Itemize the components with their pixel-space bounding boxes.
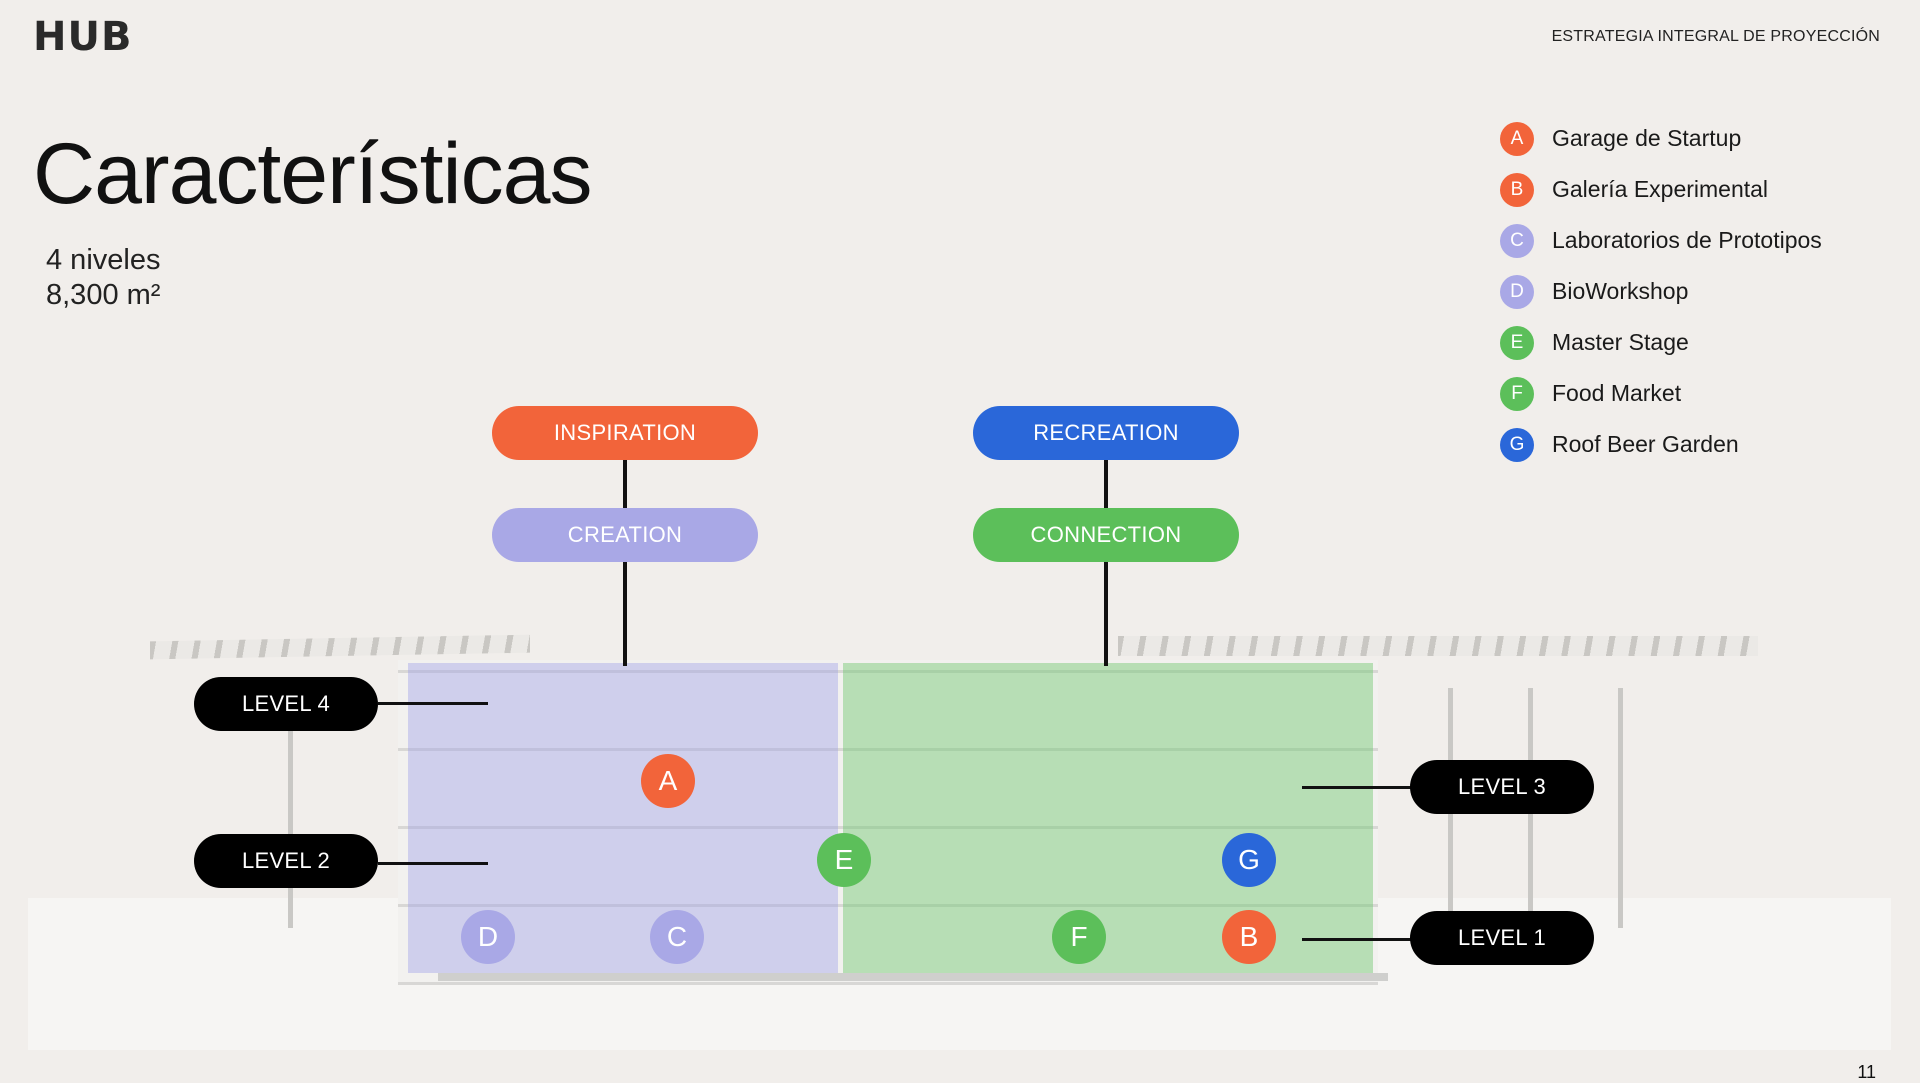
zone-connection-overlay	[843, 663, 1373, 973]
legend: A Garage de Startup B Galería Experiment…	[1500, 113, 1900, 470]
canopy-pillar	[1618, 688, 1623, 928]
connector-level-1	[1302, 938, 1412, 941]
marker-g: G	[1222, 833, 1276, 887]
marker-c: C	[650, 910, 704, 964]
legend-label-d: BioWorkshop	[1552, 278, 1689, 304]
roof-canopy-left	[150, 634, 530, 660]
legend-item-f: F Food Market	[1500, 368, 1900, 419]
marker-f: F	[1052, 910, 1106, 964]
connector-recreation-connection	[1104, 460, 1108, 508]
legend-marker-a: A	[1500, 121, 1534, 156]
legend-label-b: Galería Experimental	[1552, 176, 1769, 202]
legend-item-c: C Laboratorios de Prototipos	[1500, 215, 1900, 266]
connector-level-4	[378, 702, 488, 705]
legend-item-e: E Master Stage	[1500, 317, 1900, 368]
legend-marker-f: F	[1500, 376, 1534, 411]
ground-slab	[438, 973, 1388, 981]
marker-e: E	[817, 833, 871, 887]
connector-level-2	[378, 862, 488, 865]
legend-item-a: A Garage de Startup	[1500, 113, 1900, 164]
legend-marker-e: E	[1500, 325, 1534, 360]
building-section-illustration	[28, 598, 1891, 1050]
roof-canopy-right	[1118, 636, 1758, 656]
stat-area: 8,300 m²	[46, 279, 161, 311]
legend-marker-b: B	[1500, 172, 1534, 207]
hub-logo: HUB	[33, 14, 133, 60]
legend-item-b: B Galería Experimental	[1500, 164, 1900, 215]
legend-marker-g: G	[1500, 427, 1534, 462]
creation-pill: CREATION	[492, 508, 758, 562]
connection-pill: CONNECTION	[973, 508, 1239, 562]
section-title: ESTRATEGIA INTEGRAL DE PROYECCIÓN	[1551, 28, 1880, 45]
legend-label-f: Food Market	[1552, 380, 1682, 406]
level-4-label: LEVEL 4	[194, 677, 378, 731]
connector-inspiration-creation	[623, 460, 627, 508]
stat-levels: 4 niveles	[46, 244, 161, 276]
marker-b: B	[1222, 910, 1276, 964]
marker-a: A	[641, 754, 695, 808]
canopy-pillar	[288, 688, 293, 928]
legend-label-a: Garage de Startup	[1552, 125, 1742, 151]
page-number: 11	[1857, 1062, 1876, 1082]
legend-marker-c: C	[1500, 223, 1534, 258]
connector-creation-building	[623, 562, 627, 666]
legend-label-c: Laboratorios de Prototipos	[1552, 227, 1822, 253]
connector-level-3	[1302, 786, 1412, 789]
legend-marker-d: D	[1500, 274, 1534, 309]
legend-item-g: G Roof Beer Garden	[1500, 419, 1900, 470]
inspiration-pill: INSPIRATION	[492, 406, 758, 460]
level-3-label: LEVEL 3	[1410, 760, 1594, 814]
level-1-label: LEVEL 1	[1410, 911, 1594, 965]
legend-label-g: Roof Beer Garden	[1552, 431, 1739, 457]
connector-connection-building	[1104, 562, 1108, 666]
level-2-label: LEVEL 2	[194, 834, 378, 888]
legend-label-e: Master Stage	[1552, 329, 1689, 355]
page-title: Características	[33, 126, 592, 222]
recreation-pill: RECREATION	[973, 406, 1239, 460]
legend-item-d: D BioWorkshop	[1500, 266, 1900, 317]
building-floors	[398, 660, 1378, 985]
marker-d: D	[461, 910, 515, 964]
